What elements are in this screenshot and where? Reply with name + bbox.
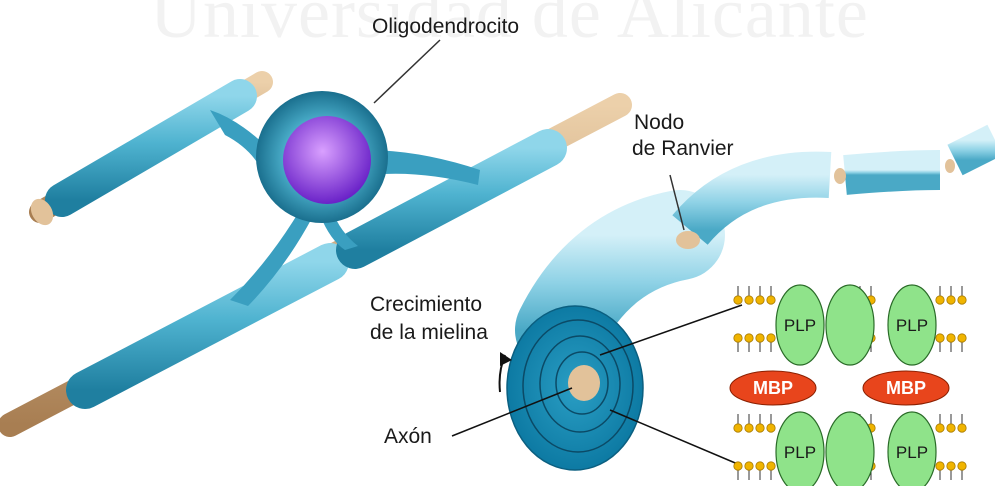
lipid-head — [745, 462, 753, 470]
node-label-line1: Nodo — [634, 110, 684, 136]
plp-protein — [826, 412, 874, 486]
lipid-head — [958, 462, 966, 470]
node-of-ranvier — [676, 231, 700, 249]
lipid-head — [734, 334, 742, 342]
lipid-head — [756, 296, 764, 304]
lipid-head — [767, 424, 775, 432]
lipid-head — [958, 334, 966, 342]
nucleus — [283, 116, 371, 204]
lipid-head — [767, 462, 775, 470]
lipid-head — [947, 334, 955, 342]
oligodendrocyte-cell — [256, 91, 388, 223]
growth-label-line2: de la mielina — [370, 320, 488, 346]
mbp-label: MBP — [886, 378, 926, 398]
lipid-head — [734, 462, 742, 470]
lipid-head — [958, 296, 966, 304]
lipid-head — [936, 296, 944, 304]
lipid-head — [958, 424, 966, 432]
lipid-head — [936, 462, 944, 470]
oligodendrocyte-pointer — [374, 40, 440, 103]
lipid-head — [756, 462, 764, 470]
lipid-head — [947, 296, 955, 304]
node-label-line2: de Ranvier — [632, 136, 734, 162]
lipid-head — [745, 334, 753, 342]
lipid-head — [767, 296, 775, 304]
mbp-label: MBP — [753, 378, 793, 398]
plp-label: PLP — [896, 316, 928, 335]
lipid-head — [734, 296, 742, 304]
lipid-head — [767, 334, 775, 342]
plp-protein — [826, 285, 874, 365]
plp-label: PLP — [784, 443, 816, 462]
lipid-head — [756, 334, 764, 342]
lipid-head — [745, 296, 753, 304]
membrane-schematic: PLP PLP PLP PLP MBP MBP — [730, 285, 966, 486]
oligodendrocyte-label: Oligodendrocito — [372, 14, 519, 40]
lipid-head — [936, 334, 944, 342]
lipid-head — [936, 424, 944, 432]
growth-label-line1: Crecimiento — [370, 292, 482, 318]
lipid-head — [947, 462, 955, 470]
lipid-head — [745, 424, 753, 432]
axon-core — [568, 365, 600, 401]
upper-left-axon-segment — [26, 82, 262, 229]
lipid-head — [947, 424, 955, 432]
lipid-head — [756, 424, 764, 432]
plp-label: PLP — [896, 443, 928, 462]
lipid-head — [734, 424, 742, 432]
plp-label: PLP — [784, 316, 816, 335]
axon-label: Axón — [384, 424, 432, 450]
